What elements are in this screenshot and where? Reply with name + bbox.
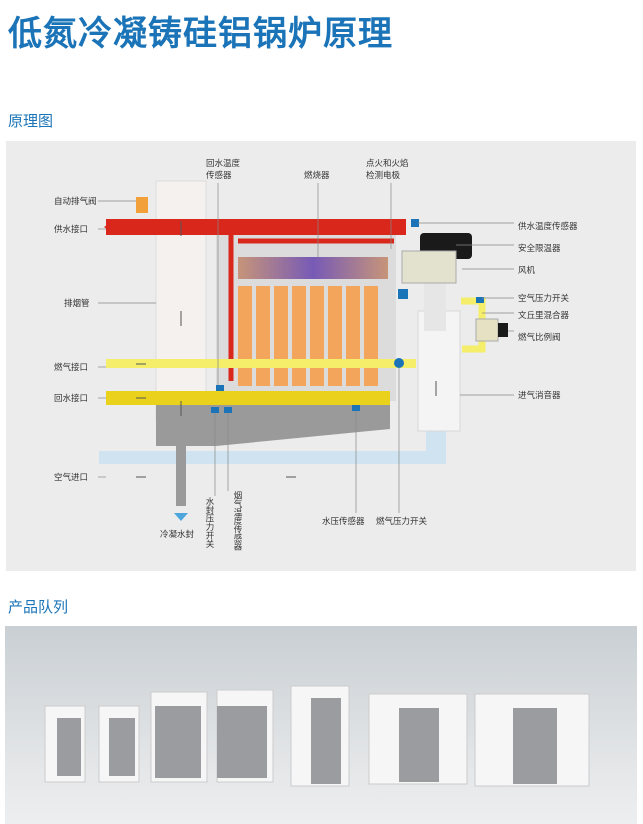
boiler-unit-6: [368, 693, 468, 785]
boiler-unit-1: [44, 705, 86, 783]
return-pipe: [106, 391, 390, 405]
supply-pipe: [106, 219, 406, 235]
label-silencer: 进气消音器: [518, 390, 561, 401]
label-water-pressure-sensor: 水压传感器: [322, 516, 365, 527]
label-ignition-2: 检测电极: [366, 170, 401, 181]
label-auto-vent: 自动排气阀: [54, 196, 97, 207]
boiler-unit-2: [98, 705, 140, 783]
gas-pipe: [106, 359, 416, 368]
section-title-principle: 原理图: [8, 112, 54, 130]
label-flue: 排烟管: [64, 298, 90, 309]
label-safety-limit: 安全限温器: [518, 243, 561, 254]
label-burner: 燃烧器: [304, 170, 330, 181]
drain-arrow: [174, 513, 188, 521]
boiler-unit-7: [474, 693, 590, 787]
label-gas-pressure-switch: 燃气压力开关: [376, 516, 428, 527]
label-condensate-seal: 冷凝水封: [160, 529, 195, 540]
gas-pressure-switch-sensor: [394, 358, 404, 368]
label-return-temp-1: 回水温度: [206, 158, 241, 169]
fan-housing: [401, 250, 457, 284]
boiler-unit-4: [216, 689, 274, 783]
label-flue-temp-sensor: 烟气温度传感器: [232, 491, 242, 551]
auto-vent-valve: [136, 197, 148, 213]
label-supply-port: 供水接口: [54, 224, 88, 235]
product-lineup-photo: [5, 626, 637, 824]
label-return-temp-2: 传感器: [206, 170, 232, 181]
label-gas-valve: 燃气比例阀: [518, 332, 561, 343]
boiler-unit-5: [290, 685, 350, 787]
label-venturi: 文丘里混合器: [518, 310, 570, 321]
label-water-seal-switch: 水封压力开关: [204, 497, 214, 548]
label-air-pressure-switch: 空气压力开关: [518, 293, 570, 304]
label-supply-temp: 供水温度传感器: [518, 221, 578, 232]
boiler-unit-3: [150, 691, 208, 783]
page-title: 低氮冷凝铸硅铝锅炉原理: [8, 14, 393, 54]
section-title-products: 产品队列: [8, 598, 69, 616]
gas-proportional-valve: [475, 318, 499, 342]
principle-diagram: 自动排气阀 供水接口 排烟管 燃气接口 回水接口 空气进口 回水温度 传感器 燃…: [6, 141, 636, 571]
label-return-port: 回水接口: [54, 393, 88, 404]
flue-pipe: [155, 180, 207, 422]
label-air-inlet: 空气进口: [54, 472, 88, 483]
label-fan: 风机: [518, 265, 536, 276]
label-gas-port: 燃气接口: [54, 362, 88, 373]
label-ignition-1: 点火和火焰: [366, 158, 409, 169]
